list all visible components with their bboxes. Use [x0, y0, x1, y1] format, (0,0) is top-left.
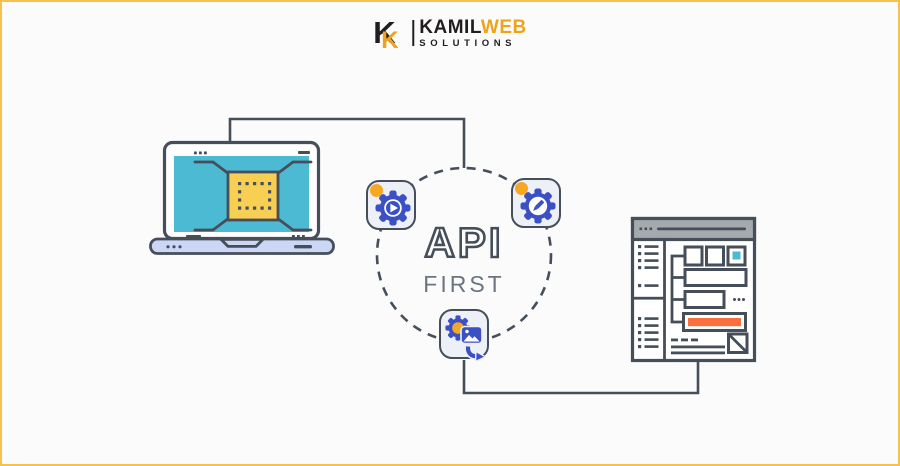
badge-gear-media [439, 309, 489, 361]
logo-brand-primary: KAMIL [419, 16, 481, 38]
laptop-base-notch [217, 238, 267, 248]
amber-dot [515, 182, 528, 195]
hub-title: API [423, 219, 504, 266]
image-icon [460, 325, 483, 345]
hub-to-browser-connector [462, 360, 700, 395]
wireframe-blocks [682, 245, 748, 332]
logo-brand-accent: WEB [480, 16, 527, 38]
logo-k-icon: K K [373, 15, 399, 52]
logo-k-back: K [373, 15, 396, 50]
gear-edit-icon [520, 188, 556, 224]
teal-block [732, 251, 741, 260]
gear-play-icon [375, 190, 411, 226]
image-placeholder-icon [727, 332, 749, 354]
badge-gear-edit [511, 178, 561, 228]
logo-text: KAMILWEB SOLUTIONS [419, 18, 526, 49]
logo-brand-name: KAMILWEB [419, 18, 526, 37]
amber-dot [370, 184, 383, 197]
transform-arrow-icon [464, 346, 488, 361]
laptop-base-details [166, 245, 312, 249]
laptop-chip-illustration [149, 140, 335, 255]
logo: K K KAMILWEB SOLUTIONS [373, 14, 526, 52]
chip-leg-decorations [186, 151, 310, 238]
logo-tagline: SOLUTIONS [419, 37, 517, 49]
laptop-to-hub-connector [228, 117, 466, 168]
hub-subtitle: FIRST [423, 271, 505, 297]
cpu-chip-icon [226, 170, 280, 222]
badge-gear-play [366, 180, 416, 230]
chip-legs [193, 160, 313, 232]
browser-wireframe-illustration [630, 216, 757, 363]
chip-pin-dots [238, 182, 272, 210]
gear-media-transform-icon [445, 315, 488, 361]
logo-k-front: K [381, 27, 399, 52]
logo-separator [412, 20, 415, 46]
orange-highlight-bar [688, 318, 741, 327]
layout-tree-connector [670, 254, 687, 324]
sidebar-list [632, 245, 665, 349]
wireframe-text-lines [671, 338, 725, 355]
titlebar-details [639, 227, 746, 231]
hub-label: API FIRST [394, 219, 534, 298]
